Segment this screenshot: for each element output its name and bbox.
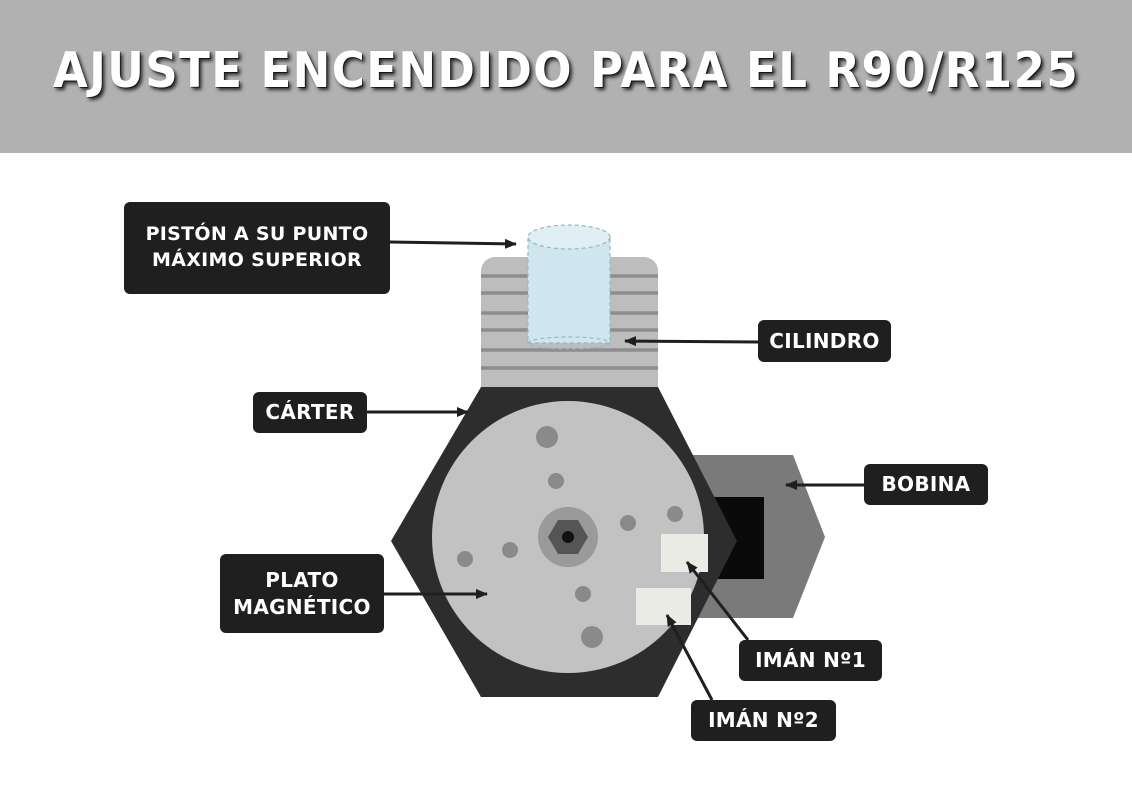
label-piston-line2: MÁXIMO SUPERIOR (151, 249, 362, 271)
magnet-1 (661, 534, 708, 572)
arrow-cylinder (624, 336, 759, 347)
label-crankcase: CÁRTER (253, 392, 367, 433)
label-magnet1: IMÁN Nº1 (739, 640, 882, 681)
label-magnet2-text: IMÁN Nº2 (708, 708, 819, 732)
label-cylinder-text: CILINDRO (769, 328, 880, 353)
label-piston-line1: PISTÓN A SU PUNTO (145, 223, 369, 246)
label-magnet1-text: IMÁN Nº1 (755, 648, 866, 672)
label-cylinder: CILINDRO (758, 320, 891, 362)
label-magneto-line1: PLATO (265, 567, 339, 592)
plate-holes (457, 426, 683, 648)
page-title: AJUSTE ENCENDIDO PARA EL R90/R125 (52, 42, 1080, 99)
label-coil-text: BOBINA (881, 472, 971, 496)
label-crankcase-text: CÁRTER (265, 400, 355, 424)
piston (527, 224, 611, 350)
arrow-piston (389, 238, 517, 249)
label-piston: PISTÓN A SU PUNTO MÁXIMO SUPERIOR (124, 202, 390, 294)
arrow-magnet2 (665, 614, 714, 701)
label-magneto: PLATO MAGNÉTICO (220, 554, 384, 633)
label-magneto-line2: MAGNÉTICO (233, 594, 371, 619)
title-banner: AJUSTE ENCENDIDO PARA EL R90/R125 (0, 0, 1132, 153)
arrow-magnet1 (685, 561, 750, 641)
label-magnet2: IMÁN Nº2 (691, 700, 836, 741)
magnet-2 (636, 588, 691, 625)
label-coil: BOBINA (864, 464, 988, 505)
